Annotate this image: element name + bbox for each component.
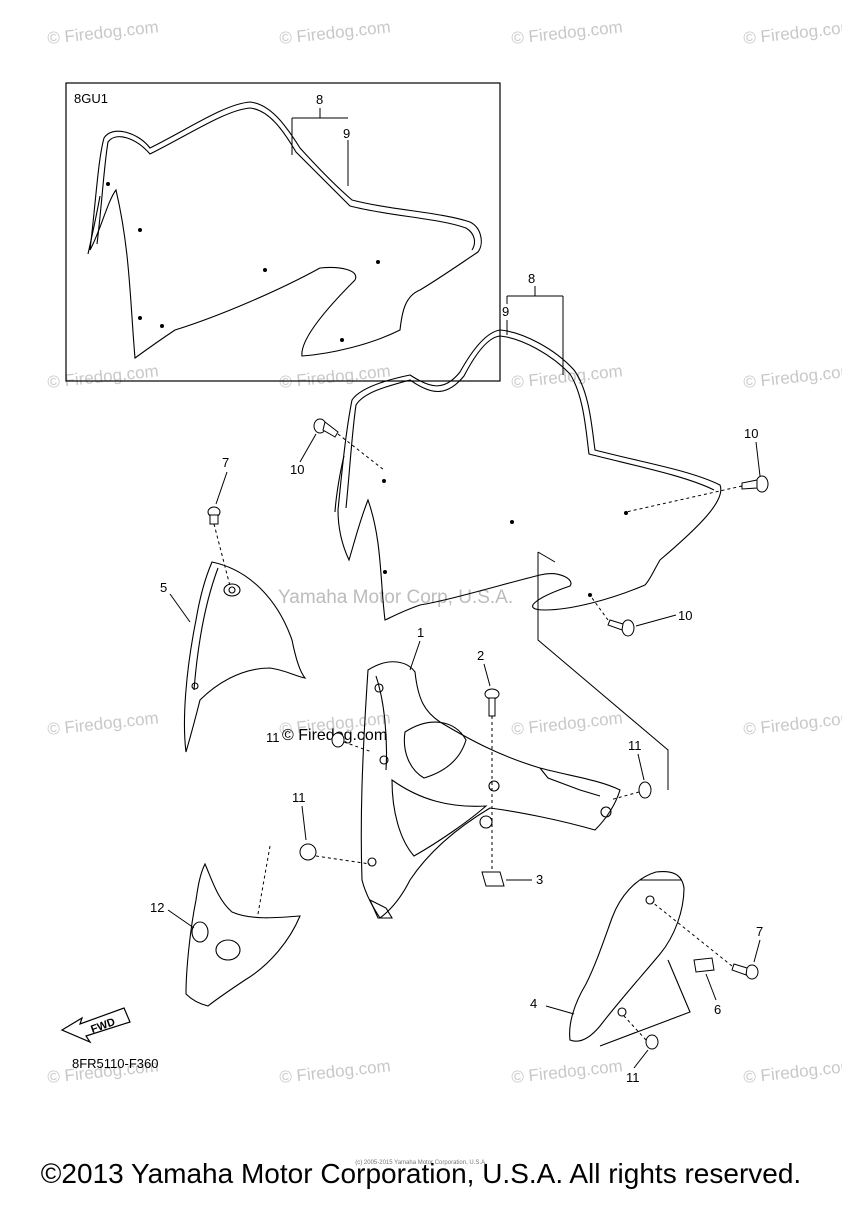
small-print: (c) 2005-2015 Yamaha Motor Corporation, … bbox=[355, 1160, 487, 1166]
leader bbox=[409, 640, 421, 671]
copyright-notice: ©2013 Yamaha Motor Corporation, U.S.A. A… bbox=[40, 1158, 802, 1189]
part-5-panel bbox=[183, 561, 307, 753]
leader bbox=[753, 939, 761, 963]
watermark: © Firedog.com bbox=[742, 361, 842, 392]
callout-7: 7 bbox=[756, 924, 763, 939]
grommet-11-mid bbox=[299, 843, 317, 861]
inset-windshield bbox=[87, 101, 482, 360]
leader bbox=[169, 593, 191, 623]
watermark: © Firedog.com bbox=[278, 17, 391, 48]
watermark: © Firedog.com bbox=[510, 708, 623, 739]
callout-10: 10 bbox=[290, 462, 304, 477]
watermark: © Firedog.com bbox=[278, 361, 391, 392]
watermark: © Firedog.com bbox=[278, 1056, 391, 1087]
leader bbox=[167, 909, 195, 929]
leader bbox=[705, 973, 717, 1001]
leader-dashed bbox=[257, 845, 271, 915]
windshield-holes bbox=[382, 479, 628, 597]
watermark: © Firedog.com bbox=[46, 361, 159, 392]
leader-dashed bbox=[337, 433, 385, 471]
watermark: © Firedog.com bbox=[510, 17, 623, 48]
inset-callout-lines bbox=[291, 108, 349, 186]
part-1-cowling bbox=[360, 661, 621, 919]
watermarks: © Firedog.com © Firedog.com © Firedog.co… bbox=[46, 17, 842, 1087]
callout-7: 7 bbox=[222, 455, 229, 470]
screw-10-bottom bbox=[607, 619, 635, 637]
leader-dashed bbox=[623, 1015, 647, 1041]
callout-9: 9 bbox=[502, 304, 509, 319]
callout-12: 12 bbox=[150, 900, 164, 915]
callout-8: 8 bbox=[316, 92, 323, 107]
watermark: © Firedog.com bbox=[742, 1056, 842, 1087]
callout-5: 5 bbox=[160, 580, 167, 595]
assembly-lines bbox=[537, 551, 669, 790]
center-watermark: Yamaha Motor Corp, U.S.A. bbox=[278, 587, 513, 608]
watermark: © Firedog.com bbox=[46, 708, 159, 739]
nut-3 bbox=[481, 871, 505, 887]
callout-11: 11 bbox=[626, 1070, 640, 1085]
leader-dashed bbox=[609, 791, 640, 801]
callout-6: 6 bbox=[714, 1002, 721, 1017]
diagram-code: 8FR5110-F360 bbox=[72, 1056, 158, 1071]
callout-9: 9 bbox=[343, 126, 350, 141]
callout-2: 2 bbox=[477, 648, 484, 663]
clip-6 bbox=[693, 957, 715, 973]
callout-4: 4 bbox=[530, 996, 537, 1011]
watermark: © Firedog.com bbox=[742, 708, 842, 739]
leader bbox=[299, 433, 317, 463]
leader-dashed bbox=[651, 901, 733, 967]
watermark: © Firedog.com bbox=[510, 1056, 623, 1087]
inset-holes bbox=[106, 182, 380, 342]
screw-2 bbox=[484, 688, 500, 717]
grommet-11-bottom bbox=[645, 1034, 659, 1050]
callout-lines-8-9 bbox=[506, 286, 564, 375]
leader bbox=[545, 1005, 575, 1015]
inset-box-label: 8GU1 bbox=[74, 91, 108, 106]
grommet-11-right bbox=[638, 781, 652, 799]
callout-10: 10 bbox=[678, 608, 692, 623]
screw-10-right bbox=[741, 475, 769, 493]
screw-7-right bbox=[731, 963, 759, 980]
leader bbox=[633, 1049, 649, 1069]
part-4-panel bbox=[569, 870, 691, 1047]
grommet-11-left bbox=[331, 732, 345, 748]
leader-dashed bbox=[343, 741, 373, 753]
callout-11: 11 bbox=[266, 730, 280, 745]
callout-11: 11 bbox=[628, 738, 642, 753]
windshield bbox=[334, 329, 722, 621]
leader bbox=[635, 614, 677, 627]
leader bbox=[755, 441, 761, 477]
callout-8: 8 bbox=[528, 271, 535, 286]
callout-1: 1 bbox=[417, 625, 424, 640]
watermark: © Firedog.com bbox=[742, 17, 842, 48]
inset-box bbox=[65, 82, 501, 382]
screw-10-left bbox=[313, 418, 339, 438]
leader-dashed bbox=[213, 523, 231, 587]
fwd-arrow-icon: FWD bbox=[60, 1007, 131, 1044]
leader-dashed bbox=[625, 485, 743, 513]
callout-3: 3 bbox=[536, 872, 543, 887]
callout-11: 11 bbox=[292, 790, 306, 805]
callout-10: 10 bbox=[744, 426, 758, 441]
leader bbox=[215, 471, 228, 505]
leader bbox=[483, 663, 491, 687]
leader bbox=[301, 805, 307, 841]
leader bbox=[637, 753, 645, 781]
watermark: © Firedog.com bbox=[46, 17, 159, 48]
leader-dashed bbox=[591, 597, 609, 621]
part-12-panel bbox=[185, 862, 301, 1007]
watermark: © Firedog.com bbox=[510, 361, 623, 392]
screw-7-top bbox=[207, 506, 221, 525]
